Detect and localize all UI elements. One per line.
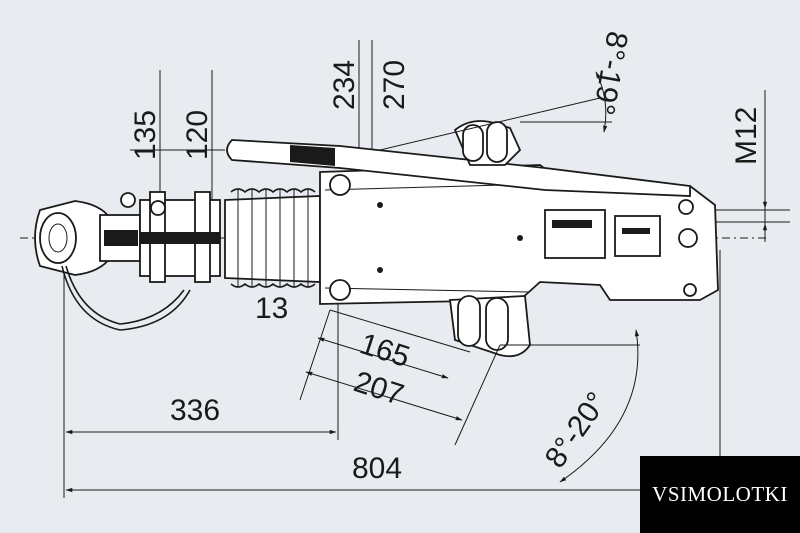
dimension-234-270: 234 270	[328, 60, 411, 110]
thread-m12: M12	[730, 107, 768, 242]
angle-8-20: 8°-20°	[539, 386, 614, 474]
dimension-165-207: 165 207	[299, 309, 501, 446]
lower-lever	[448, 295, 531, 358]
dimension-336: 336	[65, 394, 337, 435]
dim-270: 270	[378, 60, 411, 110]
dimension-13: 13	[255, 292, 288, 325]
angle-8-19: 8°-19°	[587, 29, 634, 118]
flange-block	[120, 191, 221, 283]
dim-336: 336	[170, 394, 220, 427]
dim-234: 234	[328, 60, 361, 110]
dim-m12: M12	[730, 107, 763, 165]
handbrake-lever	[226, 120, 691, 197]
dim-804: 804	[352, 452, 402, 485]
dim-13: 13	[255, 292, 288, 325]
main-housing	[319, 164, 719, 305]
coupling-head	[34, 200, 191, 331]
watermark-logo: VSIMOLOTKI	[640, 456, 800, 533]
dim-120: 120	[181, 110, 214, 160]
dimension-135-120: 135 120	[129, 110, 225, 160]
dimension-804: 804	[65, 452, 719, 493]
dim-135: 135	[129, 110, 162, 160]
bellows	[224, 188, 321, 288]
